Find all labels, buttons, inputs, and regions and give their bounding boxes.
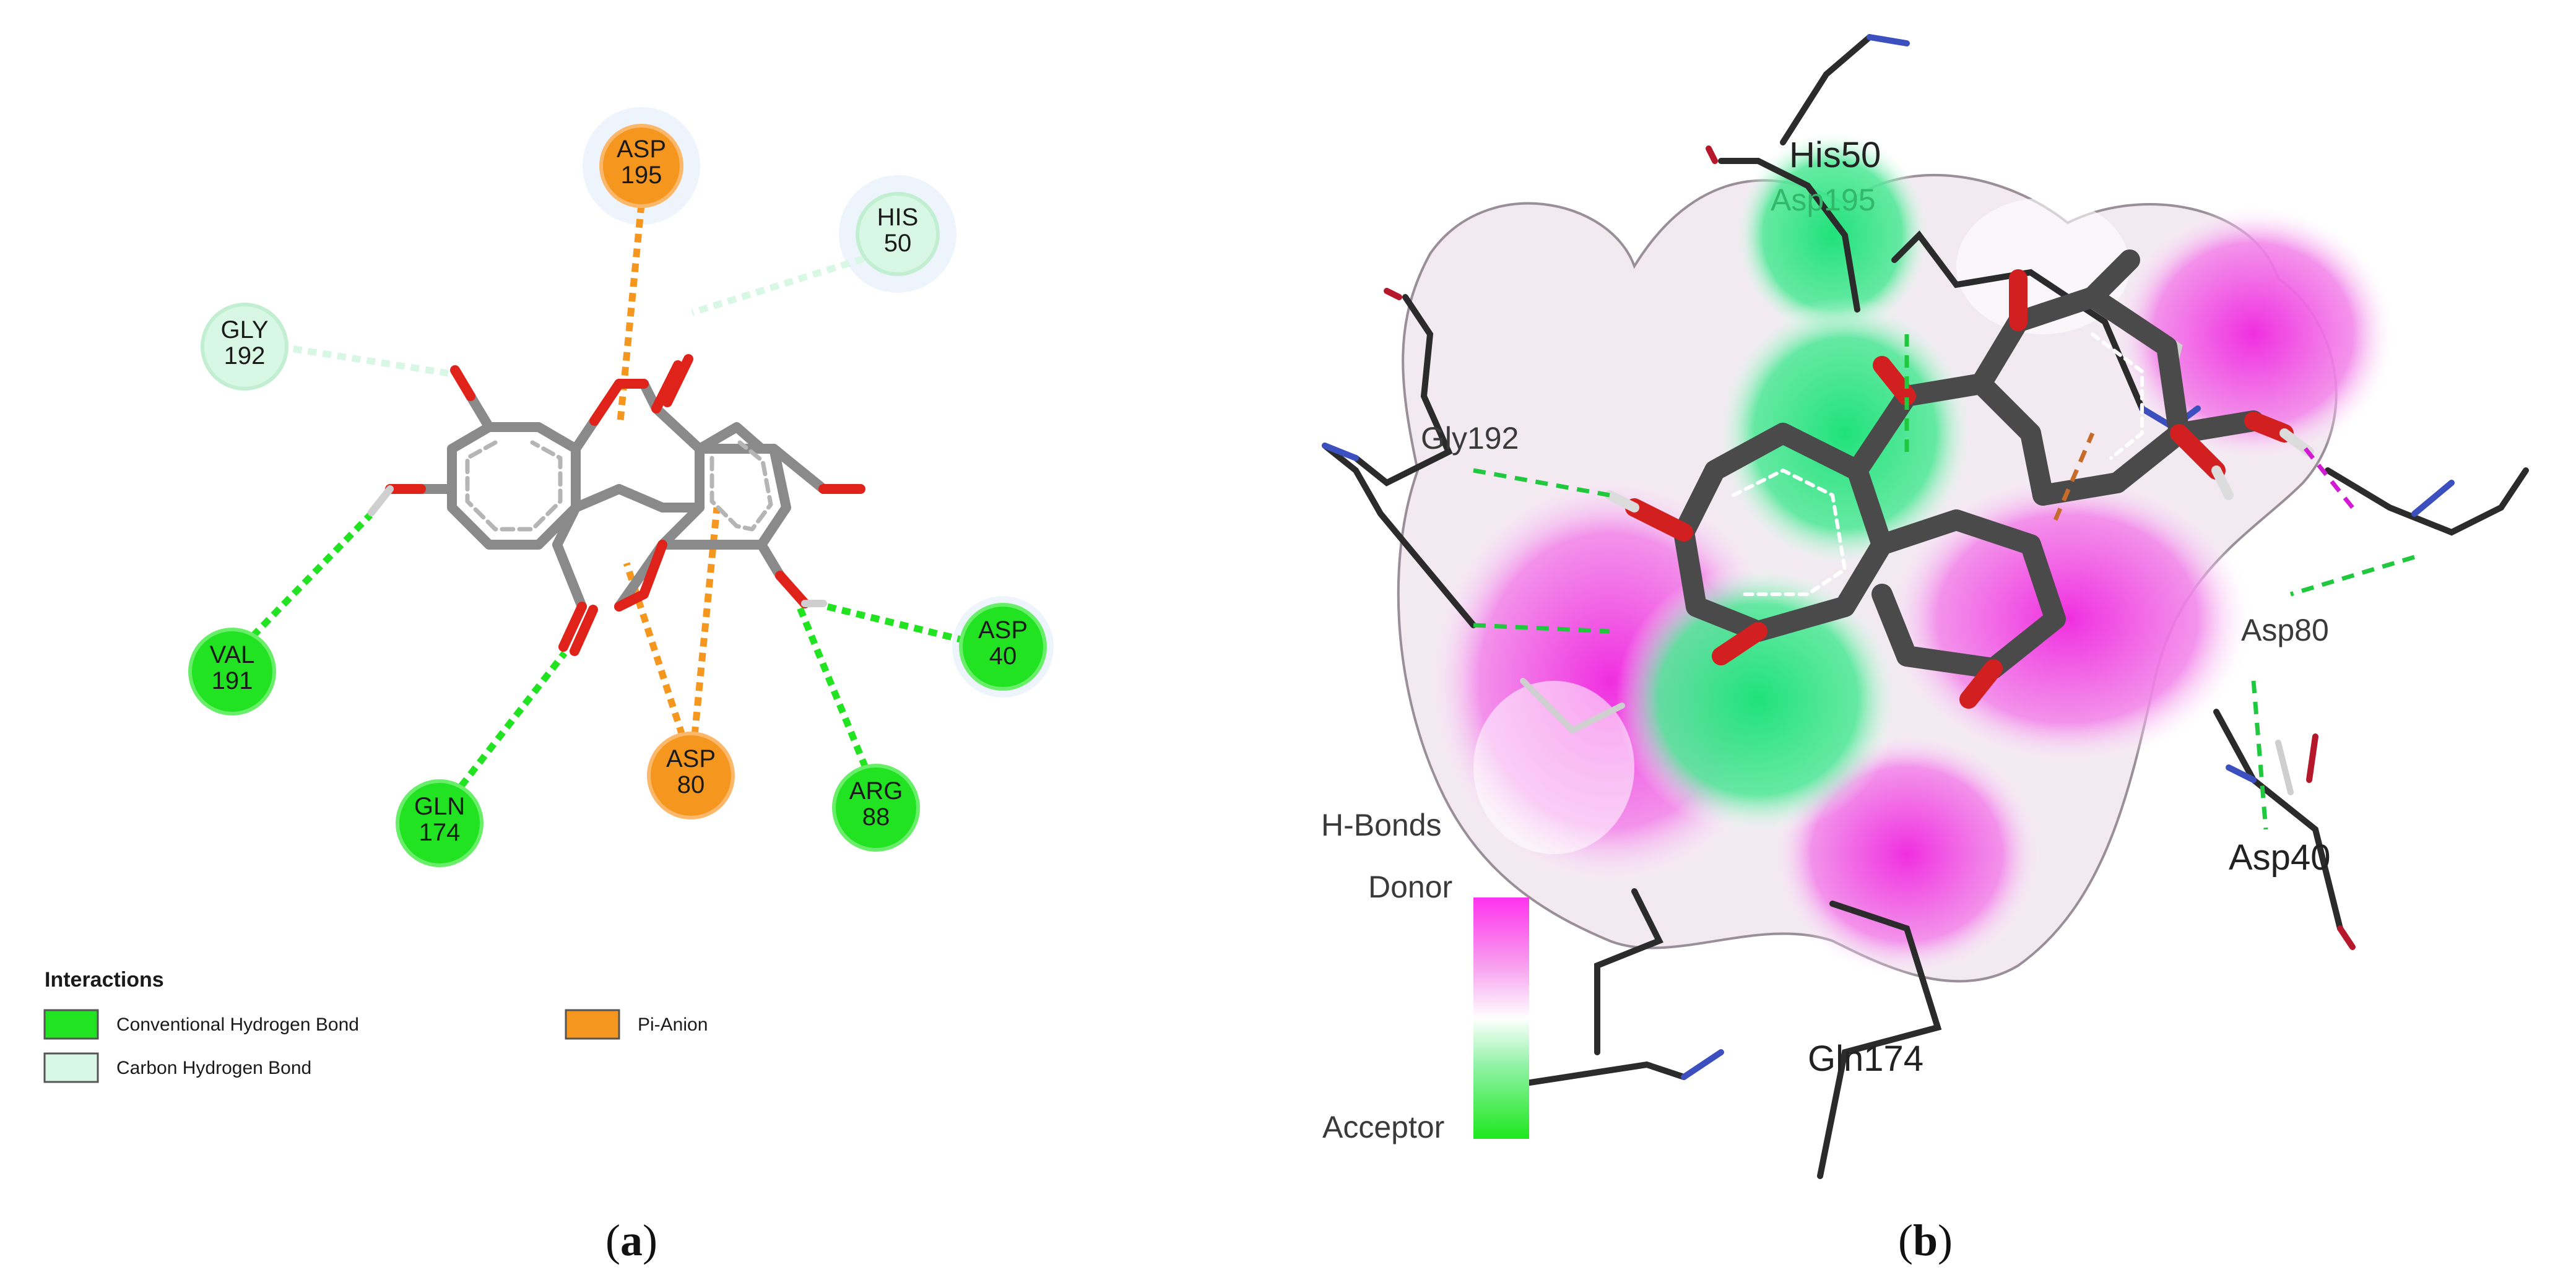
label-asp40: Asp40: [2229, 837, 2330, 878]
legend-swatch-carbon-hbond: [43, 1052, 99, 1083]
residue-labels-3d: His50 Asp195 Gly192 Asp80 Asp40 Gln174: [1421, 135, 2330, 1079]
residue-asp195: ASP 195: [599, 124, 683, 208]
label-his50: His50: [1789, 135, 1881, 175]
interactions-legend: Interactions Conventional Hydrogen Bond …: [43, 968, 708, 1083]
residue-his50-name: HIS: [877, 204, 919, 231]
residue-asp40-number: 40: [989, 642, 1017, 670]
residue-his50-number: 50: [884, 230, 912, 257]
residue-asp40: ASP 40: [959, 603, 1047, 691]
legend-title: Interactions: [45, 968, 164, 992]
hbonds-legend-acceptor: Acceptor: [1322, 1110, 1444, 1144]
residue-gln174-name: GLN: [414, 793, 465, 820]
hbonds-color-legend: H-Bonds Donor Acceptor: [1321, 808, 1529, 1144]
residue-asp80: ASP 80: [647, 732, 735, 819]
legend-label-carbon-hbond: Carbon Hydrogen Bond: [116, 1058, 311, 1078]
carbon-hbond-line-his50: [691, 255, 865, 316]
residue-asp195-number: 195: [621, 162, 662, 189]
legend-swatch-conventional-hbond: [43, 1009, 99, 1040]
ligand-structure: [368, 354, 865, 656]
pi-anion-line-asp80-a: [623, 562, 686, 737]
residue-asp195-name: ASP: [617, 136, 666, 163]
panel-b-3d-hbond-surface: His50 Asp195 Gly192 Asp80 Asp40 Gln174 H…: [1288, 0, 2576, 1280]
residue-sticks: [1322, 34, 2529, 1179]
caption-a-letter: a: [620, 1216, 643, 1265]
hbond-line-arg88: [796, 606, 869, 769]
residue-arg88: ARG 88: [832, 764, 920, 852]
legend-label-pi-anion: Pi-Anion: [638, 1014, 708, 1035]
residue-arg88-name: ARG: [849, 777, 903, 805]
residue-asp80-name: ASP: [666, 745, 716, 772]
label-gln174: Gln174: [1808, 1039, 1923, 1079]
label-asp80: Asp80: [2241, 613, 2329, 647]
label-gly192: Gly192: [1421, 421, 1519, 456]
ligand-sticks: [1605, 249, 2314, 709]
hbond-line-asp40: [821, 602, 967, 644]
pi-anion-line-asp80-b: [691, 507, 721, 736]
residue-asp40-name: ASP: [978, 616, 1028, 644]
caption-b: (b): [1898, 1216, 1953, 1265]
hbonds-legend-donor: Donor: [1368, 870, 1452, 904]
caption-b-letter: b: [1913, 1216, 1938, 1265]
interaction-lines: [250, 204, 967, 789]
legend-label-conventional-hbond: Conventional Hydrogen Bond: [116, 1014, 359, 1035]
hbonds-legend-title: H-Bonds: [1321, 808, 1442, 842]
hbond-line-val191: [250, 512, 373, 639]
residue-val191-number: 191: [212, 667, 253, 694]
label-asp195: Asp195: [1771, 183, 1876, 217]
caption-a: (a): [605, 1216, 657, 1265]
residue-arg88-number: 88: [862, 803, 890, 831]
hbond-line-gln174: [458, 651, 568, 789]
residue-gly192-number: 192: [224, 342, 266, 370]
residue-val191-name: VAL: [210, 641, 255, 668]
residue-asp80-number: 80: [677, 771, 705, 798]
residue-nodes: ASP 195 HIS 50 GLY 192 VAL 191 GLN 174 A…: [188, 124, 1047, 867]
residue-gly192-name: GLY: [220, 316, 268, 344]
residue-gln174: GLN 174: [396, 779, 484, 867]
hbond-surface-3d: His50 Asp195 Gly192 Asp80 Asp40 Gln174 H…: [1321, 34, 2529, 1265]
residue-val191: VAL 191: [188, 628, 276, 716]
interaction-diagram-2d: ASP 195 HIS 50 GLY 192 VAL 191 GLN 174 A…: [43, 107, 1054, 1265]
hbond-dashes: [1473, 334, 2416, 830]
panel-a-2d-interaction-diagram: ASP 195 HIS 50 GLY 192 VAL 191 GLN 174 A…: [43, 107, 1054, 1265]
residue-gly192: GLY 192: [201, 303, 288, 391]
residue-gln174-number: 174: [419, 819, 461, 846]
donor-acceptor-color-bar: [1473, 897, 1529, 1139]
carbon-hbond-line-gly192: [278, 343, 449, 377]
residue-his50: HIS 50: [856, 192, 940, 276]
legend-swatch-pi-anion: [565, 1009, 620, 1040]
